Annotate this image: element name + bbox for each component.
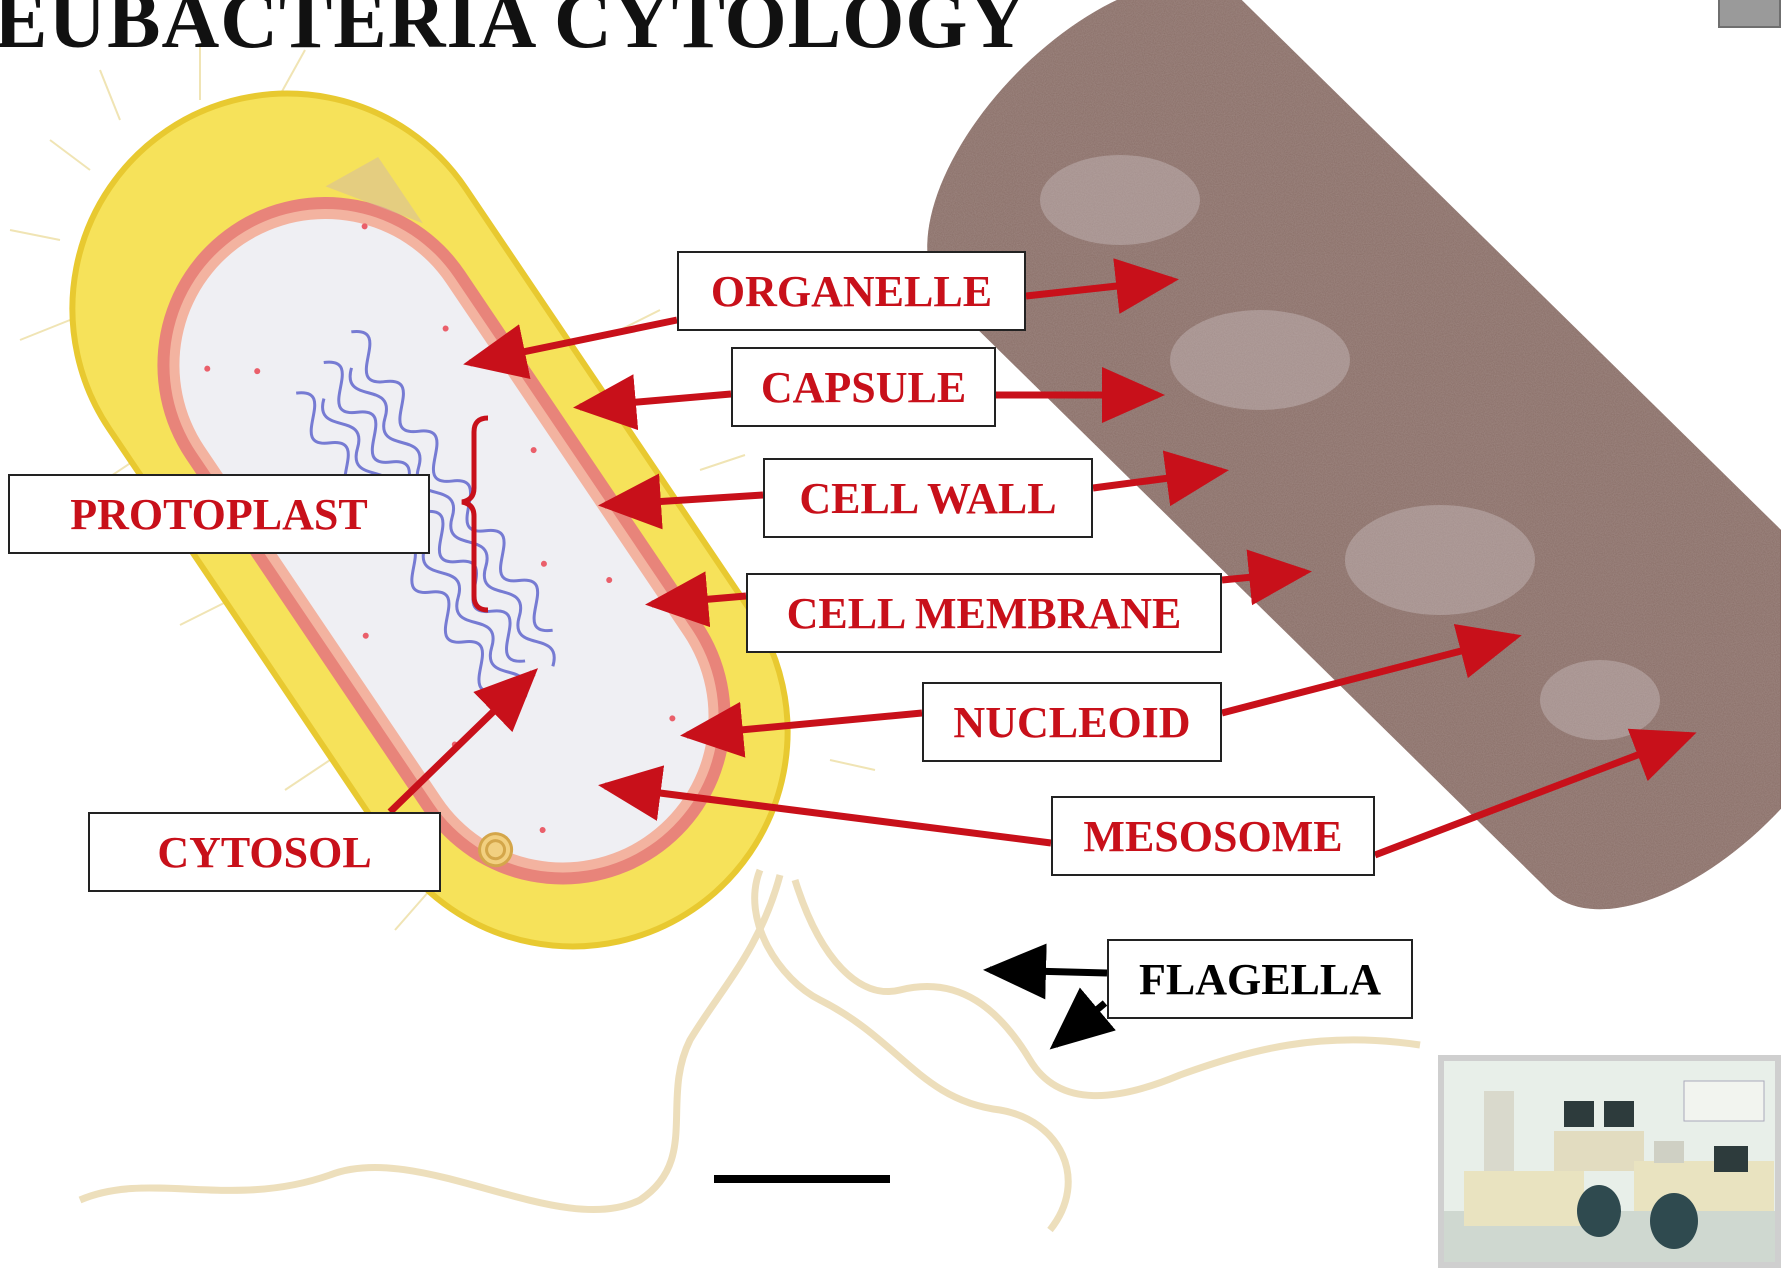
workstation	[1634, 1161, 1774, 1211]
mesosome-label: MESOSOME	[1051, 796, 1375, 876]
corner-tab	[1718, 0, 1781, 28]
monitor	[1714, 1146, 1748, 1172]
control-panel	[1554, 1131, 1644, 1171]
wall-chart	[1684, 1081, 1764, 1121]
chair	[1577, 1185, 1621, 1237]
scale-bar	[714, 1175, 890, 1183]
pilus	[50, 140, 90, 170]
pilus	[700, 455, 745, 470]
lab-photo-drawing	[1444, 1061, 1775, 1262]
pilus	[285, 760, 330, 790]
flagella-arrow-upper	[990, 970, 1107, 973]
slide-title: EUBACTERIA CYTOLOGY	[0, 0, 1027, 67]
monitor	[1564, 1101, 1594, 1127]
flagella-arrow-lower	[1055, 1003, 1105, 1045]
flagellum	[80, 875, 780, 1210]
cytosol-label: CYTOSOL	[88, 812, 441, 892]
protoplast-label: PROTOPLAST	[8, 474, 430, 554]
cell-wall-label: CELL WALL	[763, 458, 1093, 538]
organelle-label: ORGANELLE	[677, 251, 1026, 331]
cell-membrane-label: CELL MEMBRANE	[746, 573, 1222, 653]
pilus	[830, 760, 875, 770]
pilus	[100, 70, 120, 120]
pilus	[20, 320, 70, 340]
lab-photo	[1438, 1055, 1781, 1268]
monitor	[1654, 1141, 1684, 1163]
nucleoid-label: NUCLEOID	[922, 682, 1222, 762]
pilus	[10, 230, 60, 240]
flagella-label: FLAGELLA	[1107, 939, 1413, 1019]
console-desk	[1464, 1171, 1584, 1226]
chair	[1650, 1193, 1698, 1249]
pilus	[180, 600, 230, 625]
monitor	[1604, 1101, 1634, 1127]
capsule-label: CAPSULE	[731, 347, 996, 427]
pilus	[395, 890, 430, 930]
